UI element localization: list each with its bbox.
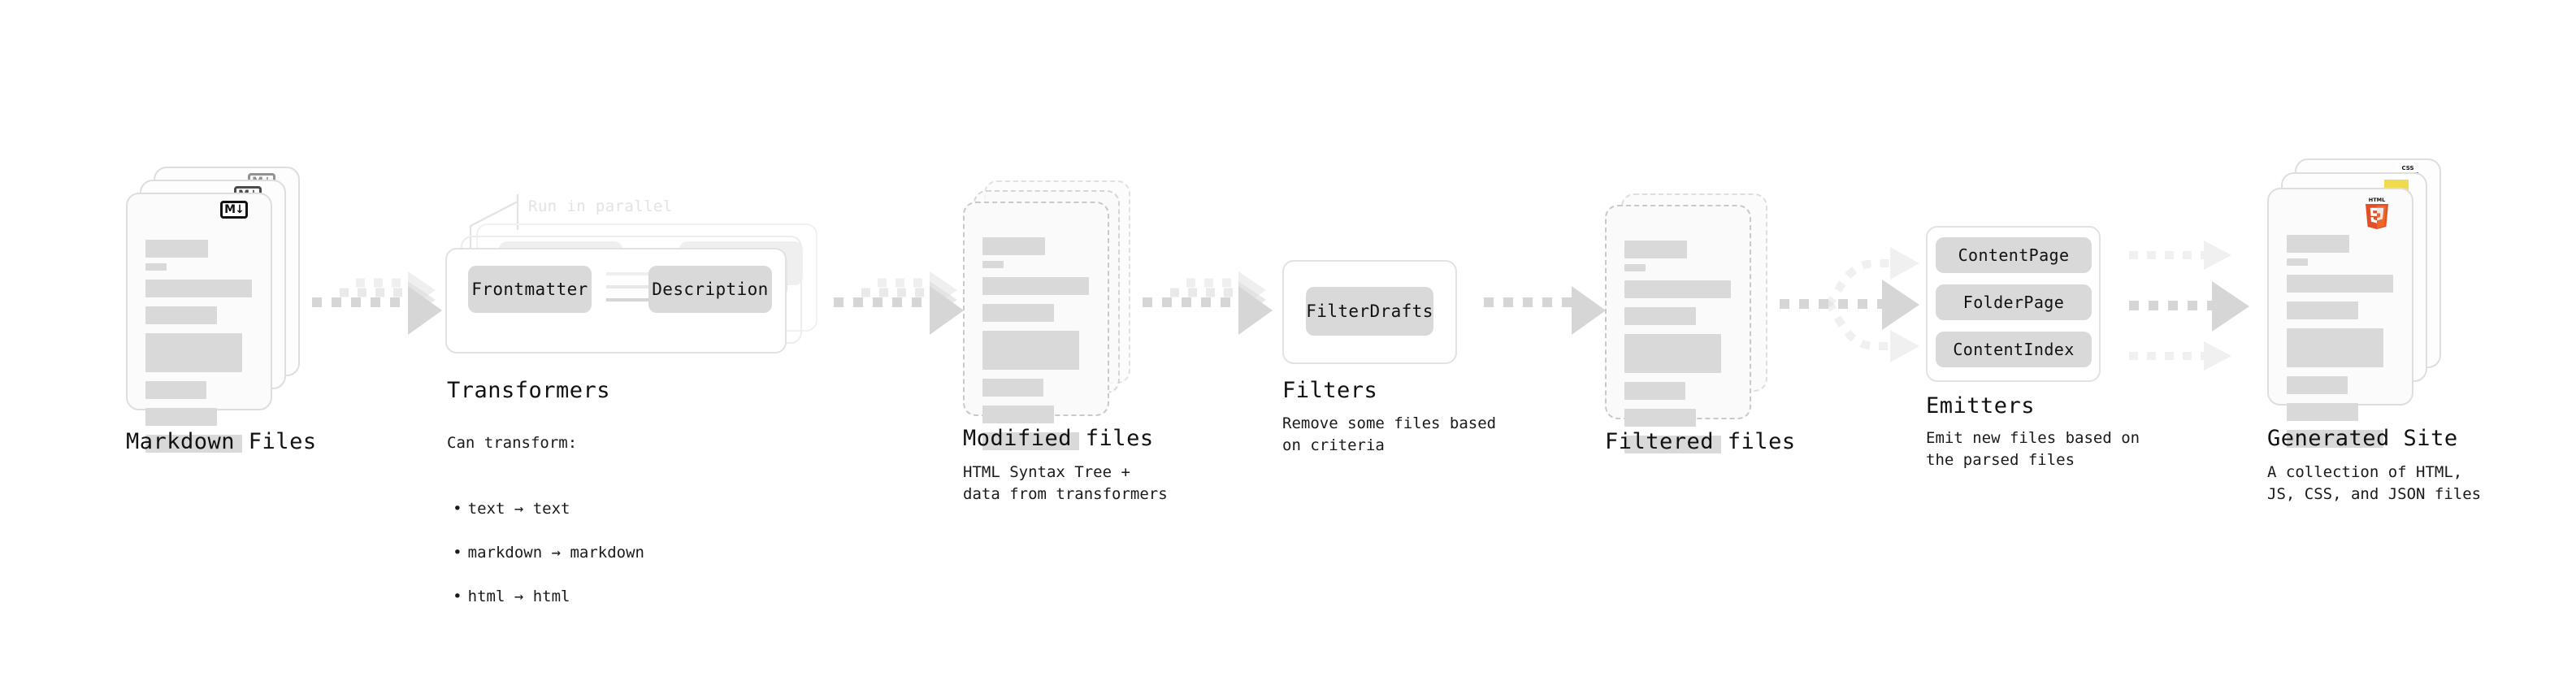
document-placeholder-lines <box>145 240 253 453</box>
stage-caption-emitters: Emit new files based on the parsed files <box>1926 429 2140 469</box>
placeholder-line <box>145 333 242 372</box>
stage-title-generated-site: Generated Site <box>2267 426 2458 451</box>
stage-caption-generated-site: A collection of HTML, JS, CSS, and JSON … <box>2267 463 2482 503</box>
modified-files-stack <box>963 180 1138 450</box>
placeholder-line <box>982 406 1055 423</box>
placeholder-line <box>2287 235 2349 253</box>
placeholder-line <box>982 261 1004 268</box>
transformer-chip-description[interactable]: Description <box>648 266 772 313</box>
stage-title-markdown-files: Markdown Files <box>126 429 317 454</box>
placeholder-line <box>982 277 1089 295</box>
stage-caption-modified-files: HTML Syntax Tree + data from transformer… <box>963 463 1168 503</box>
placeholder-line <box>982 237 1045 255</box>
flow-arrow-transformers-to-modified <box>829 271 975 336</box>
html5-icon: HTML <box>2363 196 2391 229</box>
markdown-file-card-front <box>126 193 272 453</box>
stage-caption-filters: Remove some files based on criteria <box>1282 414 1497 454</box>
markdown-files-stack: M↓ M↓ M↓ <box>126 167 301 453</box>
placeholder-line <box>145 280 252 297</box>
document-placeholder-lines <box>1624 241 1732 453</box>
stage-title-filters: Filters <box>1282 378 1378 403</box>
flow-arrow-filtered-to-emitters-fanout <box>1780 234 1942 374</box>
emitter-chip-contentpage[interactable]: ContentPage <box>1936 237 2092 273</box>
document-placeholder-lines <box>2287 235 2394 448</box>
transformers-bullet: text → text <box>447 498 644 520</box>
placeholder-line <box>2287 403 2359 421</box>
transformers-bullet: markdown → markdown <box>447 542 644 564</box>
placeholder-line <box>2287 376 2348 394</box>
placeholder-line <box>2287 275 2393 293</box>
placeholder-line <box>2287 328 2383 367</box>
flow-arrow-markdown-to-transformers <box>307 271 453 336</box>
filtered-files-stack <box>1605 193 1780 453</box>
run-in-parallel-label: Run in parallel <box>528 197 673 215</box>
generated-site-stack: CSS HTML <box>2267 158 2442 448</box>
placeholder-line <box>145 381 207 399</box>
markdown-icon: M↓ <box>220 201 248 219</box>
transformers-caption-bullets: text → text markdown → markdown html → h… <box>447 476 644 630</box>
emitter-chip-folderpage[interactable]: FolderPage <box>1936 284 2092 320</box>
placeholder-line <box>1624 409 1697 427</box>
transformers-caption-heading: Can transform: <box>447 433 578 452</box>
filtered-file-card-front <box>1605 205 1751 453</box>
modified-file-card-front <box>963 202 1109 450</box>
filters-group: FilterDrafts <box>1282 260 1461 366</box>
filter-chip-filterdrafts[interactable]: FilterDrafts <box>1306 287 1433 336</box>
transformers-group: Frontmatter Description <box>445 223 819 354</box>
placeholder-line <box>1624 334 1721 373</box>
placeholder-line <box>1624 382 1686 400</box>
flow-arrow-modified-to-filters <box>1138 271 1284 336</box>
placeholder-line <box>145 263 167 271</box>
placeholder-line <box>982 304 1055 322</box>
emitters-group: ContentPage FolderPage ContentIndex <box>1926 226 2113 382</box>
flow-arrow-emitters-to-site <box>2129 236 2292 374</box>
stage-title-transformers: Transformers <box>447 378 611 403</box>
placeholder-line <box>145 435 242 453</box>
placeholder-line <box>1624 264 1646 271</box>
placeholder-line <box>982 432 1079 450</box>
stage-title-emitters: Emitters <box>1926 393 2036 419</box>
placeholder-line <box>982 331 1079 370</box>
placeholder-line <box>1624 307 1697 325</box>
site-file-card-front <box>2267 188 2413 448</box>
placeholder-line <box>1624 241 1687 258</box>
stage-caption-transformers: Can transform: text → text markdown → ma… <box>447 410 644 652</box>
placeholder-line <box>145 306 218 324</box>
transformers-bullet: html → html <box>447 586 644 608</box>
emitter-chip-contentindex[interactable]: ContentIndex <box>1936 332 2092 367</box>
stage-title-modified-files: Modified files <box>963 426 1154 451</box>
placeholder-line <box>1624 436 1721 453</box>
placeholder-line <box>2287 258 2309 266</box>
placeholder-line <box>2287 301 2359 319</box>
placeholder-line <box>145 408 218 426</box>
svg-text:HTML: HTML <box>2369 197 2385 203</box>
flow-arrow-filters-to-filtered <box>1479 286 1617 336</box>
placeholder-line <box>982 379 1044 397</box>
stage-title-filtered-files: Filtered files <box>1605 429 1796 454</box>
placeholder-line <box>2287 430 2383 448</box>
placeholder-line <box>1624 280 1731 298</box>
document-placeholder-lines <box>982 237 1090 450</box>
placeholder-line <box>145 240 208 258</box>
transformer-chip-frontmatter[interactable]: Frontmatter <box>468 266 592 313</box>
